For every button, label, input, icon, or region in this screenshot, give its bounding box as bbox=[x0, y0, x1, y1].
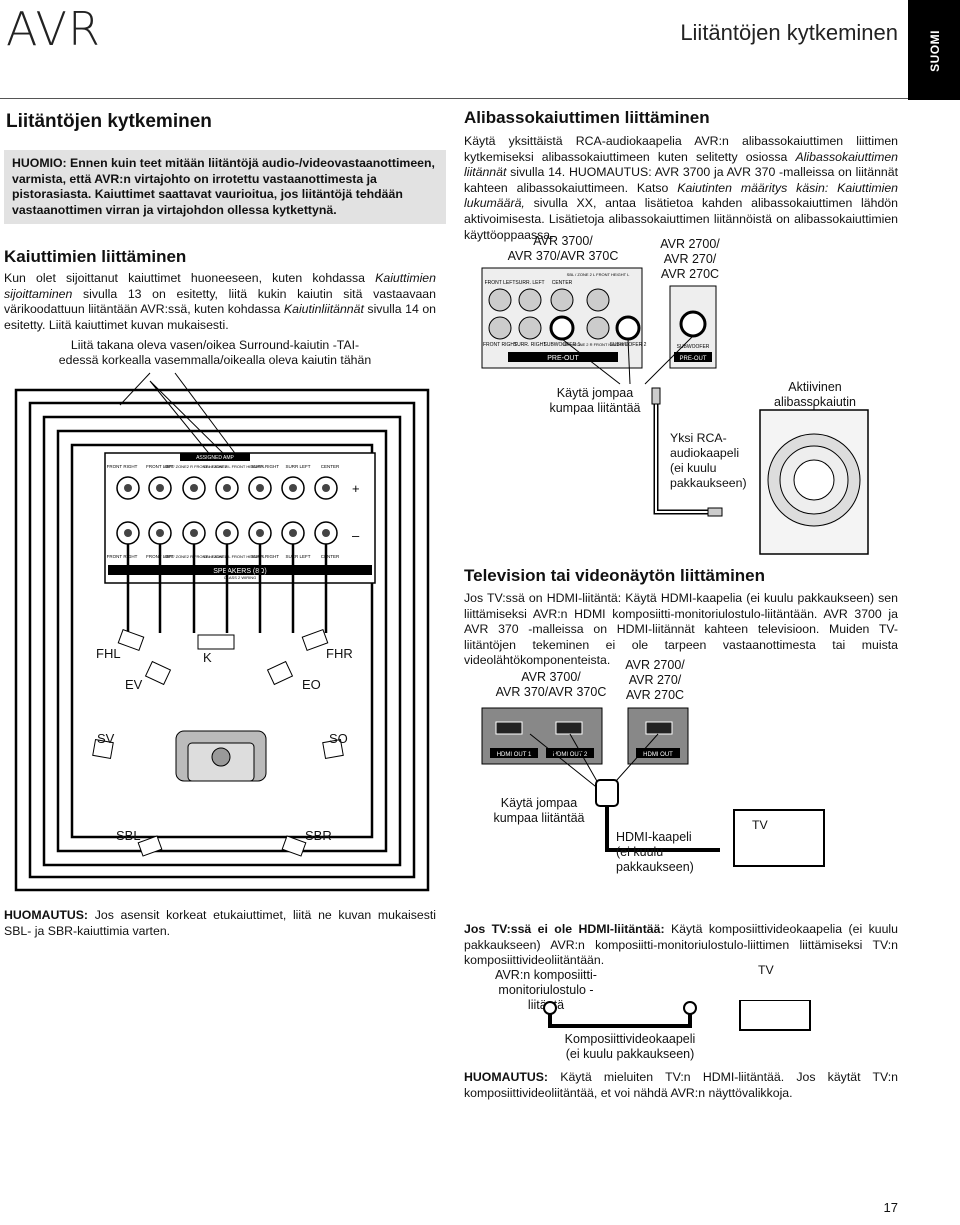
svg-text:SBR / ZONE2 R FRONT HEIGHT R: SBR / ZONE2 R FRONT HEIGHT R bbox=[164, 554, 228, 559]
speaker-label-sbl: SBL bbox=[116, 828, 141, 843]
svg-text:FRONT RIGHT: FRONT RIGHT bbox=[107, 554, 138, 559]
tv-paragraph: Jos TV:ssä on HDMI-liitäntä: Käytä HDMI-… bbox=[464, 591, 898, 668]
class-wiring-label: CLASS 2 WIRING bbox=[224, 575, 256, 580]
svg-text:SURR LEFT: SURR LEFT bbox=[285, 554, 310, 559]
tv-model-b-label: AVR 2700/ AVR 270/ AVR 270C bbox=[625, 658, 685, 702]
svg-text:SURR. RIGHT: SURR. RIGHT bbox=[514, 342, 547, 348]
speaker-label-fhr: FHR bbox=[326, 646, 353, 661]
speaker-label-sbr: SBR bbox=[305, 828, 332, 843]
composite-tv-label: TV bbox=[758, 963, 774, 977]
svg-text:SURR LEFT: SURR LEFT bbox=[285, 464, 310, 469]
svg-text:CENTER: CENTER bbox=[552, 280, 573, 286]
hdmi-tv-label: TV bbox=[752, 818, 768, 832]
tv-heading: Television tai videonäytön liittäminen bbox=[464, 566, 766, 585]
active-subwoofer-label: Aktiivinen alibassokaiutin bbox=[774, 380, 856, 409]
language-tab-label: SUOMI bbox=[927, 30, 942, 72]
speaker-wiring-diagram: ASSIGNED AMP SPEAKERS (8Ω) CLASS 2 WIRIN… bbox=[14, 372, 430, 892]
svg-text:CENTER: CENTER bbox=[321, 464, 340, 469]
header-divider bbox=[0, 98, 908, 99]
sub-model-a-label: AVR 3700/ AVR 370/AVR 370C bbox=[507, 234, 619, 263]
svg-text:+: + bbox=[352, 481, 360, 496]
svg-text:PRE-OUT: PRE-OUT bbox=[680, 356, 707, 362]
speakers-paragraph: Kun olet sijoittanut kaiuttimet huoneese… bbox=[4, 271, 436, 332]
svg-text:SURR RIGHT: SURR RIGHT bbox=[251, 464, 279, 469]
svg-text:HDMI OUT 1: HDMI OUT 1 bbox=[497, 752, 532, 758]
svg-text:SBL / ZONE2 L FRONT HEIGHT L: SBL / ZONE2 L FRONT HEIGHT L bbox=[203, 464, 265, 469]
section-heading: Liitäntöjen kytkeminen bbox=[6, 111, 212, 132]
svg-text:SUBWOOFER: SUBWOOFER bbox=[677, 344, 710, 350]
hdmi-diagram: HDMI OUT 1 HDMI OUT 2 HDMI OUT bbox=[481, 707, 825, 867]
hdmi-choose-label: Käytä jompaa kumpaa liitäntää bbox=[493, 796, 585, 825]
hdmi-cable-label: HDMI-kaapeli (ei kuulu pakkaukseen) bbox=[616, 830, 694, 874]
svg-text:CENTER: CENTER bbox=[321, 554, 340, 559]
warning-box: HUOMIO: Ennen kuin teet mitään liitäntöj… bbox=[4, 150, 446, 225]
sub-model-b-label: AVR 2700/ AVR 270/ AVR 270C bbox=[660, 237, 720, 281]
subwoofer-heading: Alibassokaiuttimen liittäminen bbox=[464, 108, 710, 127]
speaker-label-k: K bbox=[203, 650, 212, 665]
sub-choose-label: Käytä jompaa kumpaa liitäntää bbox=[549, 386, 641, 415]
assigned-amp-label: ASSIGNED AMP bbox=[196, 455, 234, 461]
svg-text:SBL / ZONE 2 L FRONT HEIGHT L: SBL / ZONE 2 L FRONT HEIGHT L bbox=[567, 272, 630, 277]
speaker-label-eo: EO bbox=[302, 677, 321, 692]
rca-cable-label: Yksi RCA- audiokaapeli (ei kuulu pakkauk… bbox=[670, 431, 747, 490]
speaker-label-fhl: FHL bbox=[96, 646, 121, 661]
language-tab: SUOMI bbox=[908, 0, 960, 100]
right-note: HUOMAUTUS: Käytä mieluiten TV:n HDMI-lii… bbox=[464, 1070, 898, 1100]
svg-text:HDMI OUT: HDMI OUT bbox=[643, 752, 673, 758]
svg-text:FRONT RIGHT: FRONT RIGHT bbox=[483, 342, 517, 348]
speakers-ohm-label: SPEAKERS (8Ω) bbox=[213, 568, 266, 575]
speaker-label-ev: EV bbox=[125, 677, 143, 692]
subwoofer-diagram: FRONT LEFT SURR. LEFT CENTER SBL / ZONE … bbox=[481, 267, 869, 555]
svg-text:SURR. LEFT: SURR. LEFT bbox=[515, 280, 544, 286]
svg-text:HDMI OUT 2: HDMI OUT 2 bbox=[553, 752, 588, 758]
svg-text:SUBWOOFER 1: SUBWOOFER 1 bbox=[544, 342, 581, 348]
speaker-callout: Liitä takana oleva vasen/oikea Surround-… bbox=[58, 338, 372, 367]
svg-text:SBL / ZONE2 L FRONT HEIGHT L: SBL / ZONE2 L FRONT HEIGHT L bbox=[203, 554, 265, 559]
brand-logo: AVR bbox=[6, 2, 101, 56]
composite-avr-label: AVR:n komposiitti- monitoriulostulo -lii… bbox=[495, 968, 597, 1012]
svg-text:PRE-OUT: PRE-OUT bbox=[547, 355, 579, 362]
svg-text:SBR / ZONE2 R FRONT HEIGHT R: SBR / ZONE2 R FRONT HEIGHT R bbox=[164, 464, 228, 469]
svg-text:SBR / ZONE 2 R FRONT HEIGHT R: SBR / ZONE 2 R FRONT HEIGHT R bbox=[563, 342, 628, 347]
svg-text:FRONT LEFT: FRONT LEFT bbox=[146, 464, 174, 469]
composite-cable-label: Komposiittivideokaapeli (ei kuulu pakkau… bbox=[564, 1032, 696, 1061]
left-note: HUOMAUTUS: Jos asensit korkeat etukaiutt… bbox=[4, 908, 436, 938]
composite-paragraph: Jos TV:ssä ei ole HDMI-liitäntää: Käytä … bbox=[464, 922, 899, 968]
svg-text:FRONT RIGHT: FRONT RIGHT bbox=[107, 464, 138, 469]
speakers-heading: Kaiuttimien liittäminen bbox=[4, 247, 187, 266]
tv-model-a-label: AVR 3700/ AVR 370/AVR 370C bbox=[495, 670, 607, 699]
page-header-title: Liitäntöjen kytkeminen bbox=[680, 20, 898, 45]
svg-text:SURR RIGHT: SURR RIGHT bbox=[251, 554, 279, 559]
speaker-label-so: SO bbox=[329, 731, 348, 746]
svg-text:FRONT LEFT: FRONT LEFT bbox=[485, 280, 516, 286]
speaker-label-sv: SV bbox=[97, 731, 115, 746]
svg-text:–: – bbox=[352, 528, 360, 543]
composite-diagram bbox=[543, 1000, 811, 1031]
subwoofer-paragraph: Käytä yksittäistä RCA-audiokaapelia AVR:… bbox=[464, 134, 899, 242]
page-number: 17 bbox=[883, 1200, 898, 1215]
